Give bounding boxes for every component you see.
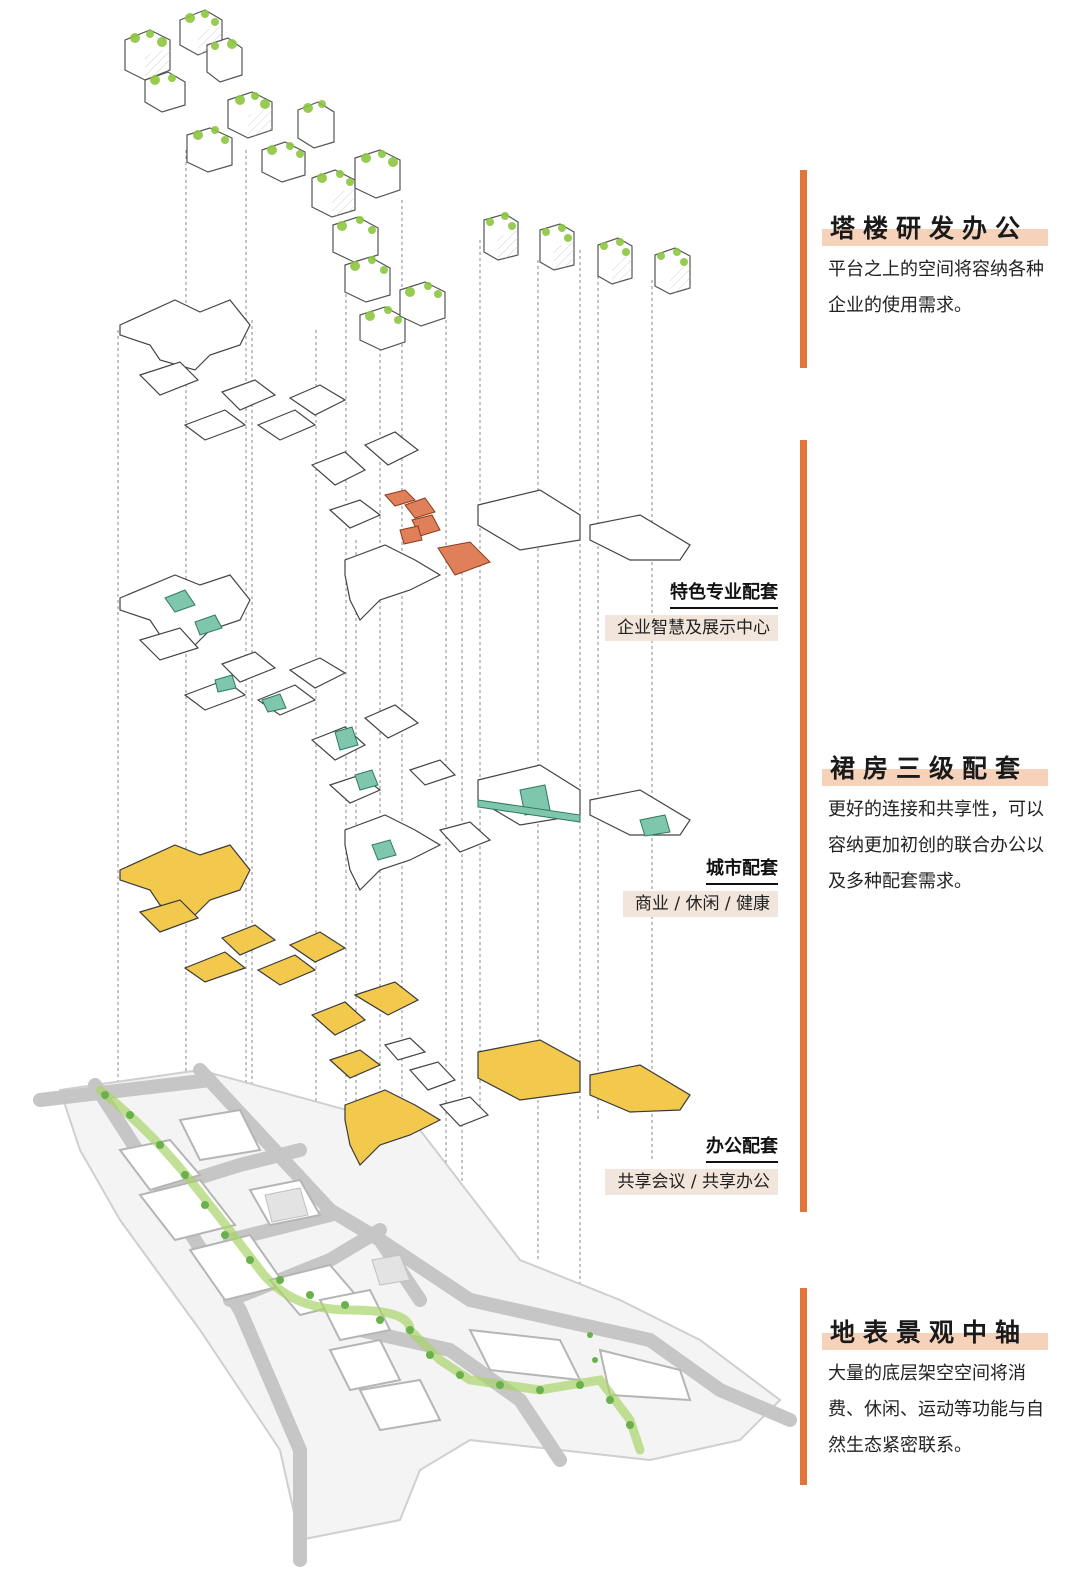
section-title-text: 地表景观中轴 xyxy=(830,1318,1029,1347)
section-title-ground: 地表景观中轴 xyxy=(822,1316,1048,1352)
title-highlight xyxy=(822,229,1048,246)
section-title-podium: 裙房三级配套 xyxy=(822,752,1048,788)
tag-subtitle: 共享会议 / 共享办公 xyxy=(605,1169,778,1195)
ground-landscape-plan xyxy=(33,1063,797,1567)
section-title-text: 裙房三级配套 xyxy=(830,754,1029,783)
section-title-text: 塔楼研发办公 xyxy=(830,214,1029,243)
podium-level-plain xyxy=(119,299,691,622)
tag-title: 城市配套 xyxy=(706,856,778,885)
tag-title: 办公配套 xyxy=(706,1134,778,1163)
section-body-podium: 更好的连接和共享性，可以容纳更加初创的联合办公以及多种配套需求。 xyxy=(828,799,1044,892)
section-body-ground: 大量的底层架空空间将消费、休闲、运动等功能与自然生态紧密联系。 xyxy=(828,1363,1044,1456)
title-highlight xyxy=(822,769,1048,786)
special-support-highlights xyxy=(384,489,491,576)
title-highlight xyxy=(822,1333,1048,1350)
section-bar-podium xyxy=(800,440,807,1212)
tag-city-support: 城市配套 商业 / 休闲 / 健康 xyxy=(622,856,778,917)
tag-office-support: 办公配套 共享会议 / 共享办公 xyxy=(605,1134,778,1195)
city-support-highlights xyxy=(164,589,671,861)
tag-subtitle: 商业 / 休闲 / 健康 xyxy=(622,891,778,917)
office-level-outlines xyxy=(383,1037,490,1127)
tag-special-support: 特色专业配套 企业智慧及展示中心 xyxy=(605,580,778,641)
section-bar-tower xyxy=(800,170,807,368)
section-title-tower: 塔楼研发办公 xyxy=(822,212,1048,248)
tag-subtitle: 企业智慧及展示中心 xyxy=(605,615,778,641)
section-body-tower: 平台之上的空间将容纳各种企业的使用需求。 xyxy=(828,259,1044,316)
podium-level-office xyxy=(119,844,691,1167)
tag-title: 特色专业配套 xyxy=(670,580,778,609)
tower-blocks xyxy=(124,9,691,351)
section-bar-ground xyxy=(800,1288,807,1485)
